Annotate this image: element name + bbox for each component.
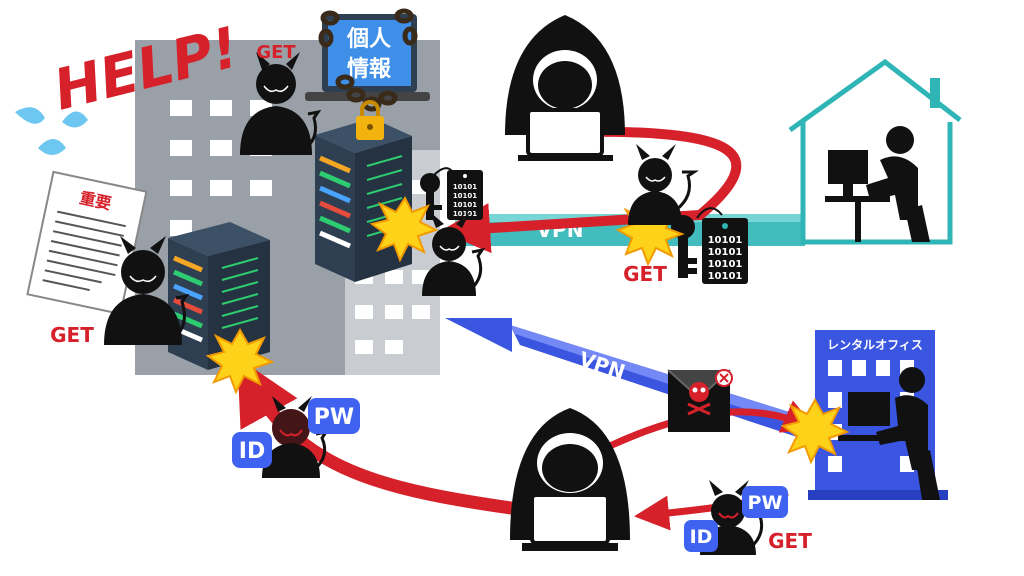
padlock-icon [356,100,384,140]
get-label-left: GET [50,323,94,347]
binary-upper-2: 10101 [453,192,477,200]
chain-icon [318,8,418,112]
vpn-tunnel-bottom: VPN [445,318,815,440]
get-label-bottom: GET [768,529,812,553]
server-rack-right [315,118,412,282]
impact-spark-rental-office [780,397,850,465]
binary-lower-2: 10101 [708,247,743,258]
get-label-top: GET [256,42,296,63]
binary-lower-4: 10101 [708,271,743,282]
hacker-top [505,15,625,161]
binary-tag-upper: 10101 10101 10101 10101 [447,170,483,220]
get-label-middle: GET [623,262,667,286]
sweat-drops-icon [15,107,88,155]
impact-spark-lower-server [205,327,275,395]
pw-badge-bottom: PW [742,486,788,518]
home-icon [788,58,962,245]
devil-figure-server [422,212,486,296]
devil-figure-top [240,52,322,155]
personal-info-text-1: 個人 [346,27,391,52]
pw-left-text: PW [314,405,354,430]
office-worker [838,367,940,500]
binary-upper-1: 10101 [453,183,477,191]
devil-figure-left [104,236,190,345]
important-document: 重要 [26,170,148,316]
id-badge-bottom: ID [684,520,718,552]
devil-figure-vpn [628,144,699,225]
vpn-bottom-label: VPN [576,347,628,384]
binary-lower-3: 10101 [708,259,743,270]
binary-tag-lower: 10101 10101 10101 10101 [696,207,748,284]
remote-worker [825,126,930,242]
impact-spark-upper-server [369,195,439,263]
id-left-text: ID [239,439,265,464]
id-bottom-text: ID [690,526,713,548]
personal-info-laptop: 個人 情報 [305,14,430,101]
rental-office-label: レンタルオフィス [827,338,923,352]
hacker-bottom [510,408,630,551]
binary-lower-1: 10101 [708,235,743,246]
phishing-email-icon [667,369,733,432]
id-badge-left: ID [232,432,272,468]
pw-badge-left: PW [308,398,360,434]
binary-upper-3: 10101 [453,201,477,209]
devil-figure-credentials-left [262,396,330,478]
personal-info-text-2: 情報 [347,56,392,82]
binary-upper-4: 10101 [453,210,477,218]
pw-bottom-text: PW [748,492,783,514]
